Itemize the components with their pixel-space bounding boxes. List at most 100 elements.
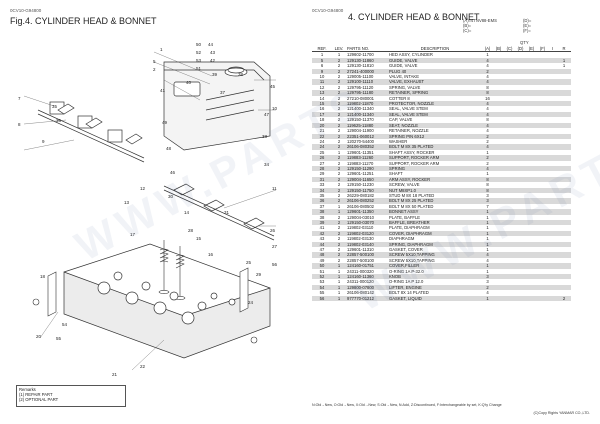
cell-parts-no: 129150-11750 (346, 187, 388, 193)
cell-qty-f (537, 122, 548, 129)
cell-qty-d (515, 122, 526, 129)
cell-qty-b (493, 101, 504, 107)
cell-remark (557, 187, 571, 193)
cell-parts-no: 129150-11230 (347, 182, 374, 188)
header-i: I (548, 46, 557, 53)
cell-remark (557, 101, 571, 107)
cell-qty-e (526, 68, 537, 75)
cell-qty-a: 16 (485, 95, 490, 101)
cell-qty-a: 7 (486, 203, 489, 209)
cell-lev: 2 (337, 171, 341, 177)
cell-qty-d (515, 198, 526, 204)
cell-qty-a: 4 (486, 257, 489, 263)
cell-qty-d (515, 68, 526, 75)
cell-qty-e (526, 274, 537, 280)
cell-qty-d (515, 144, 526, 150)
cell-qty-c (504, 198, 515, 204)
cell-i (548, 90, 557, 96)
cell-qty-a: 8 (486, 182, 489, 188)
cell-i (548, 165, 557, 172)
cell-ref: 51 (319, 268, 325, 274)
cell-description: SEAL, VALVE STEM (389, 106, 428, 112)
cell-description: COTTER 8 (389, 95, 410, 101)
cell-parts-no: 129150-03070 (346, 220, 388, 226)
cell-qty-b (493, 241, 504, 248)
cell-lev: 1 (337, 290, 341, 296)
cell-description: GUIDE, VALVE (389, 63, 418, 69)
cell-qty-a: 1 (482, 230, 493, 237)
bonnet-cover-drawing (163, 61, 271, 151)
cell-description: COVER, DIAPHRAGM (388, 230, 482, 237)
cell-i (548, 101, 557, 107)
cell-ref: 44 (312, 241, 332, 248)
cell-qty-c (504, 176, 515, 183)
cell-qty-b (493, 144, 504, 150)
cell-i (548, 284, 557, 291)
cell-description: RETAINER, SPRING (388, 90, 482, 96)
callout-26: 26 (270, 228, 276, 233)
callout-2: 2 (153, 67, 156, 72)
cell-parts-no: 129601-11310 (347, 247, 374, 253)
cell-parts-no: 124160-01751 (346, 263, 388, 269)
cell-description: BOLT M 8X 50 PLATED (389, 203, 434, 209)
model-code-c: (C)= (463, 28, 472, 33)
cell-i (548, 198, 557, 204)
cell-qty-b (493, 79, 504, 85)
cell-description: PROTECTOR, NOZZLE (388, 101, 482, 107)
cell-qty-c (504, 284, 515, 291)
leader-lines (23, 51, 277, 371)
cell-lev: 2 (332, 220, 346, 226)
cell-i (548, 68, 557, 75)
header-qty-b: (B) (493, 46, 504, 53)
cell-parts-no: 27241-400000 (346, 68, 388, 75)
cylinder-head-drawing (63, 243, 271, 359)
cell-qty-a: 8 (486, 117, 489, 123)
cell-description: PLATE, DIAPHRAGM (389, 225, 430, 231)
cell-i (548, 263, 557, 269)
left-page: 0CV10-G94800 Fig.4. CYLINDER HEAD & BONN… (10, 8, 277, 407)
cell-qty-d (515, 79, 526, 85)
cell-qty-b (493, 274, 504, 280)
cell-ref: 39 (312, 220, 332, 226)
callout-17: 17 (130, 232, 136, 237)
cell-description: SHAFT ASSY, ROCKER (389, 149, 435, 155)
cell-parts-no: 119802-03120 (346, 230, 388, 237)
cell-remark (557, 284, 571, 291)
cell-qty-d (515, 101, 526, 107)
cell-parts-no: 129130-11860 (346, 57, 388, 64)
cell-qty-a: 2 (482, 284, 493, 291)
cell-qty-c (504, 144, 515, 150)
cell-lev: 2 (337, 257, 341, 263)
cell-lev: 1 (332, 284, 346, 291)
cell-remark (557, 155, 571, 161)
cell-qty-e (526, 187, 537, 193)
cell-qty-a: 1 (486, 236, 489, 242)
cell-i (548, 230, 557, 237)
cell-ref: 29 (319, 171, 325, 177)
change-legend: N:Old→New, O:Old→New, X:Old→New, S:Old→N… (312, 403, 502, 407)
catalog-code: 0CV10-G94800 (10, 8, 42, 13)
callout-50: 50 (196, 42, 202, 47)
figure-title: Fig.4. CYLINDER HEAD & BONNET (10, 16, 157, 26)
cell-qty-c (504, 230, 515, 237)
cell-qty-b (493, 187, 504, 193)
cell-description: GASKET, LIQUID (388, 295, 482, 302)
cell-qty-b (493, 111, 504, 118)
cell-remark (557, 176, 571, 183)
model-code-d: (D)= (523, 18, 532, 23)
cell-remark (557, 252, 571, 258)
cell-qty-a: 4 (482, 122, 493, 129)
